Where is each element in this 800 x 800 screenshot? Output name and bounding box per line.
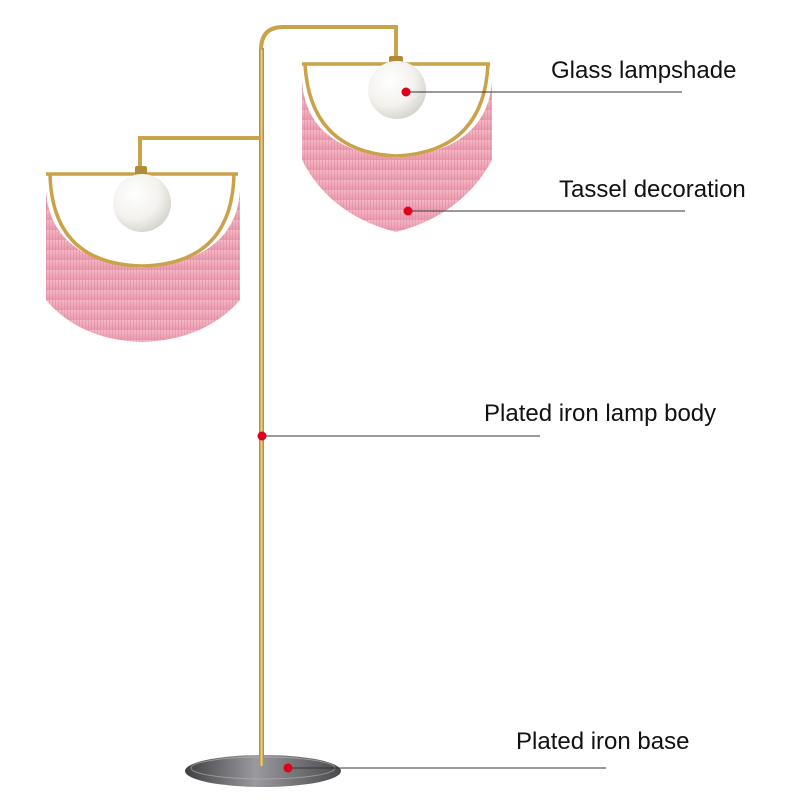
right-glass-globe xyxy=(368,61,426,119)
marker-glass-dot xyxy=(401,87,411,97)
marker-base-dot xyxy=(283,763,293,773)
label-lamp-body: Plated iron lamp body xyxy=(484,400,717,427)
left-tassel-fringe xyxy=(46,190,240,342)
left-glass-globe xyxy=(113,174,171,232)
lower-arm xyxy=(138,136,261,172)
label-tassel-decoration: Tassel decoration xyxy=(559,176,746,203)
right-tassel-fringe xyxy=(302,80,492,232)
marker-tassel-dot xyxy=(403,206,413,216)
upper-arm xyxy=(259,25,398,58)
label-lamp-base: Plated iron base xyxy=(516,728,690,755)
lamp-base xyxy=(185,755,341,787)
marker-body-dot xyxy=(257,431,267,441)
label-glass-lampshade: Glass lampshade xyxy=(551,57,737,84)
lamp-pole xyxy=(259,48,264,766)
